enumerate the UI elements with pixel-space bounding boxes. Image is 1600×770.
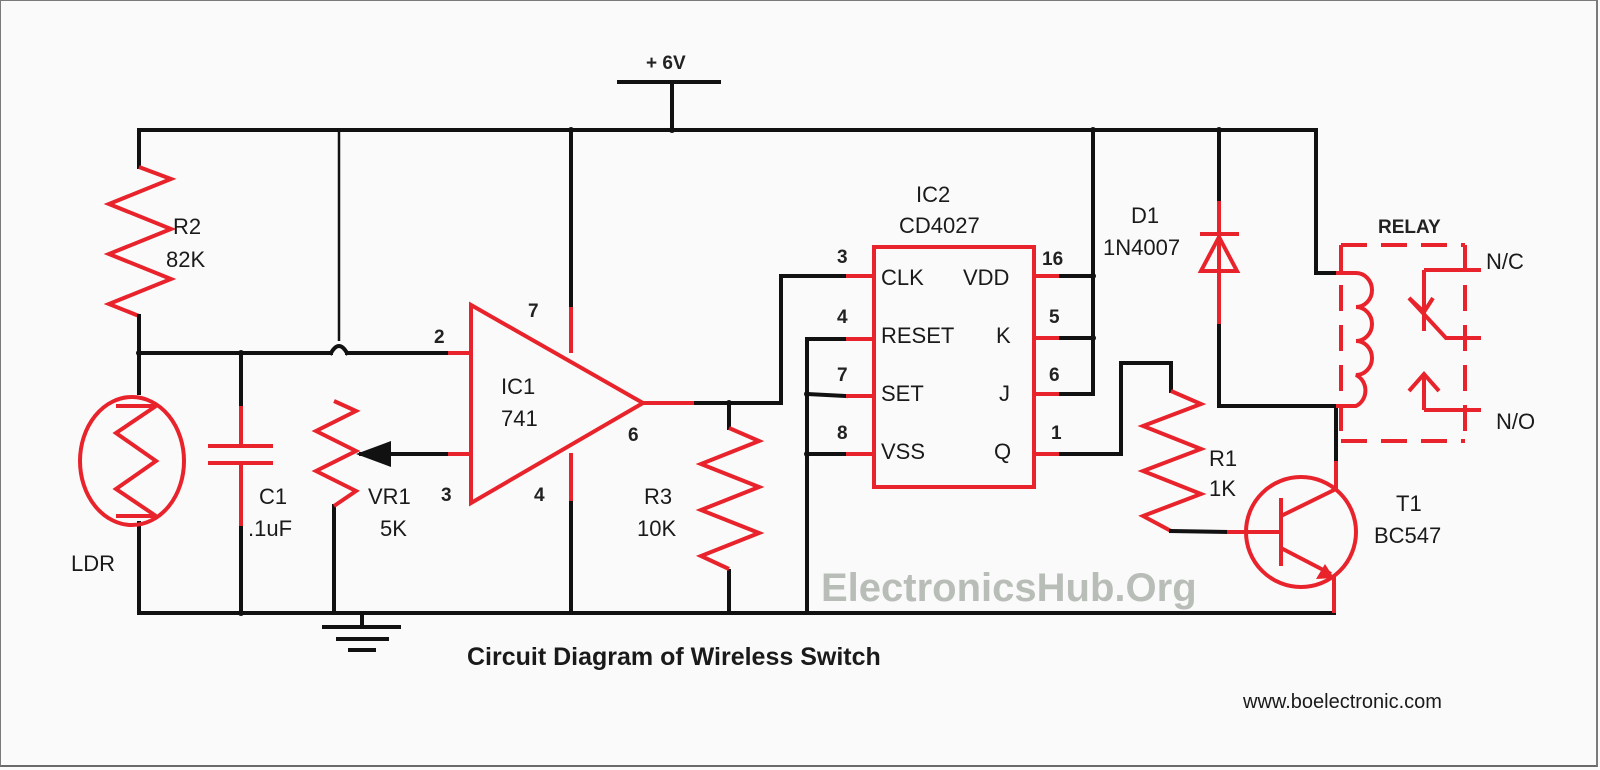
ic1-pin-4: 4 (534, 485, 545, 506)
r3-ref: R3 (644, 484, 672, 509)
relay-ref: RELAY (1378, 217, 1441, 238)
r1-value: 1K (1209, 476, 1236, 501)
flipflop-ic2: IC2 CD4027 3 4 7 8 CLK RESET SET VSS 16 … (804, 182, 1123, 489)
resistor-r1: R1 1K (1137, 389, 1237, 535)
ic2-pin-k: K (996, 323, 1011, 348)
ic1-value: 741 (501, 406, 538, 431)
ic1-pin-3: 3 (441, 485, 452, 506)
ic1-pin-6: 6 (628, 425, 639, 446)
ic2-pin-set: SET (881, 381, 924, 406)
capacitor-c1: C1 .1uF (208, 406, 292, 541)
inverting-input-net (137, 344, 469, 408)
q-output-net (1119, 361, 1173, 456)
supply-terminal: + 6V (617, 53, 721, 132)
potentiometer-vr1: VR1 5K (311, 399, 469, 541)
ldr-ref: LDR (71, 551, 115, 576)
ic1-pin-7: 7 (528, 301, 539, 322)
ground-rail (137, 337, 1336, 615)
r3-value: 10K (637, 516, 676, 541)
t1-ref: T1 (1396, 491, 1422, 516)
diode-d1: D1 1N4007 (1103, 201, 1338, 408)
resistor-r3: R3 10K (637, 426, 765, 571)
t1-value: BC547 (1374, 523, 1441, 548)
c1-ref: C1 (259, 484, 287, 509)
ic2-value: CD4027 (899, 213, 980, 238)
c1-value: .1uF (248, 516, 292, 541)
relay: RELAY N/C N/O (1336, 217, 1535, 443)
ground-icon (322, 611, 401, 652)
d1-value: 1N4007 (1103, 235, 1180, 260)
opamp-ic1: IC1 741 2 3 7 4 6 (434, 301, 696, 507)
resistor-r2: R2 82K (103, 165, 205, 355)
website-url: www.boelectronic.com (1242, 691, 1442, 713)
ic2-pin-3: 3 (837, 247, 848, 268)
r2-value: 82K (166, 247, 205, 272)
ic2-pin-vdd: VDD (963, 265, 1009, 290)
ic2-pin-8: 8 (837, 423, 848, 444)
d1-ref: D1 (1131, 203, 1159, 228)
ic1-ref: IC1 (501, 374, 535, 399)
ic2-pin-5: 5 (1049, 307, 1060, 328)
ic2-pin-16: 16 (1042, 249, 1063, 270)
ic2-pin-vss: VSS (881, 439, 925, 464)
r2-ref: R2 (173, 214, 201, 239)
ic2-ref: IC2 (916, 182, 950, 207)
ic2-pin-clk: CLK (881, 265, 924, 290)
relay-nc-label: N/C (1486, 249, 1524, 274)
transistor-t1: T1 BC547 (1227, 404, 1441, 613)
ic2-pin-4: 4 (837, 307, 848, 328)
watermark: ElectronicsHub.Org (821, 566, 1197, 610)
clock-net (694, 274, 848, 430)
vr1-value: 5K (380, 516, 407, 541)
ic2-pin-1: 1 (1051, 423, 1062, 444)
diagram-title: Circuit Diagram of Wireless Switch (467, 643, 881, 671)
r1-ref: R1 (1209, 446, 1237, 471)
positive-rail (137, 128, 1338, 395)
junction-dots (136, 127, 1222, 616)
ic2-pin-q: Q (994, 439, 1011, 464)
ic2-pin-reset: RESET (881, 323, 954, 348)
vr1-ref: VR1 (368, 484, 411, 509)
ic2-pin-6: 6 (1049, 365, 1060, 386)
ldr: LDR (71, 395, 186, 576)
ic2-pin-j: J (999, 381, 1010, 406)
ic2-pin-7: 7 (837, 365, 848, 386)
supply-label: + 6V (646, 53, 686, 74)
relay-no-label: N/O (1496, 409, 1535, 434)
ic1-pin-2: 2 (434, 327, 445, 348)
